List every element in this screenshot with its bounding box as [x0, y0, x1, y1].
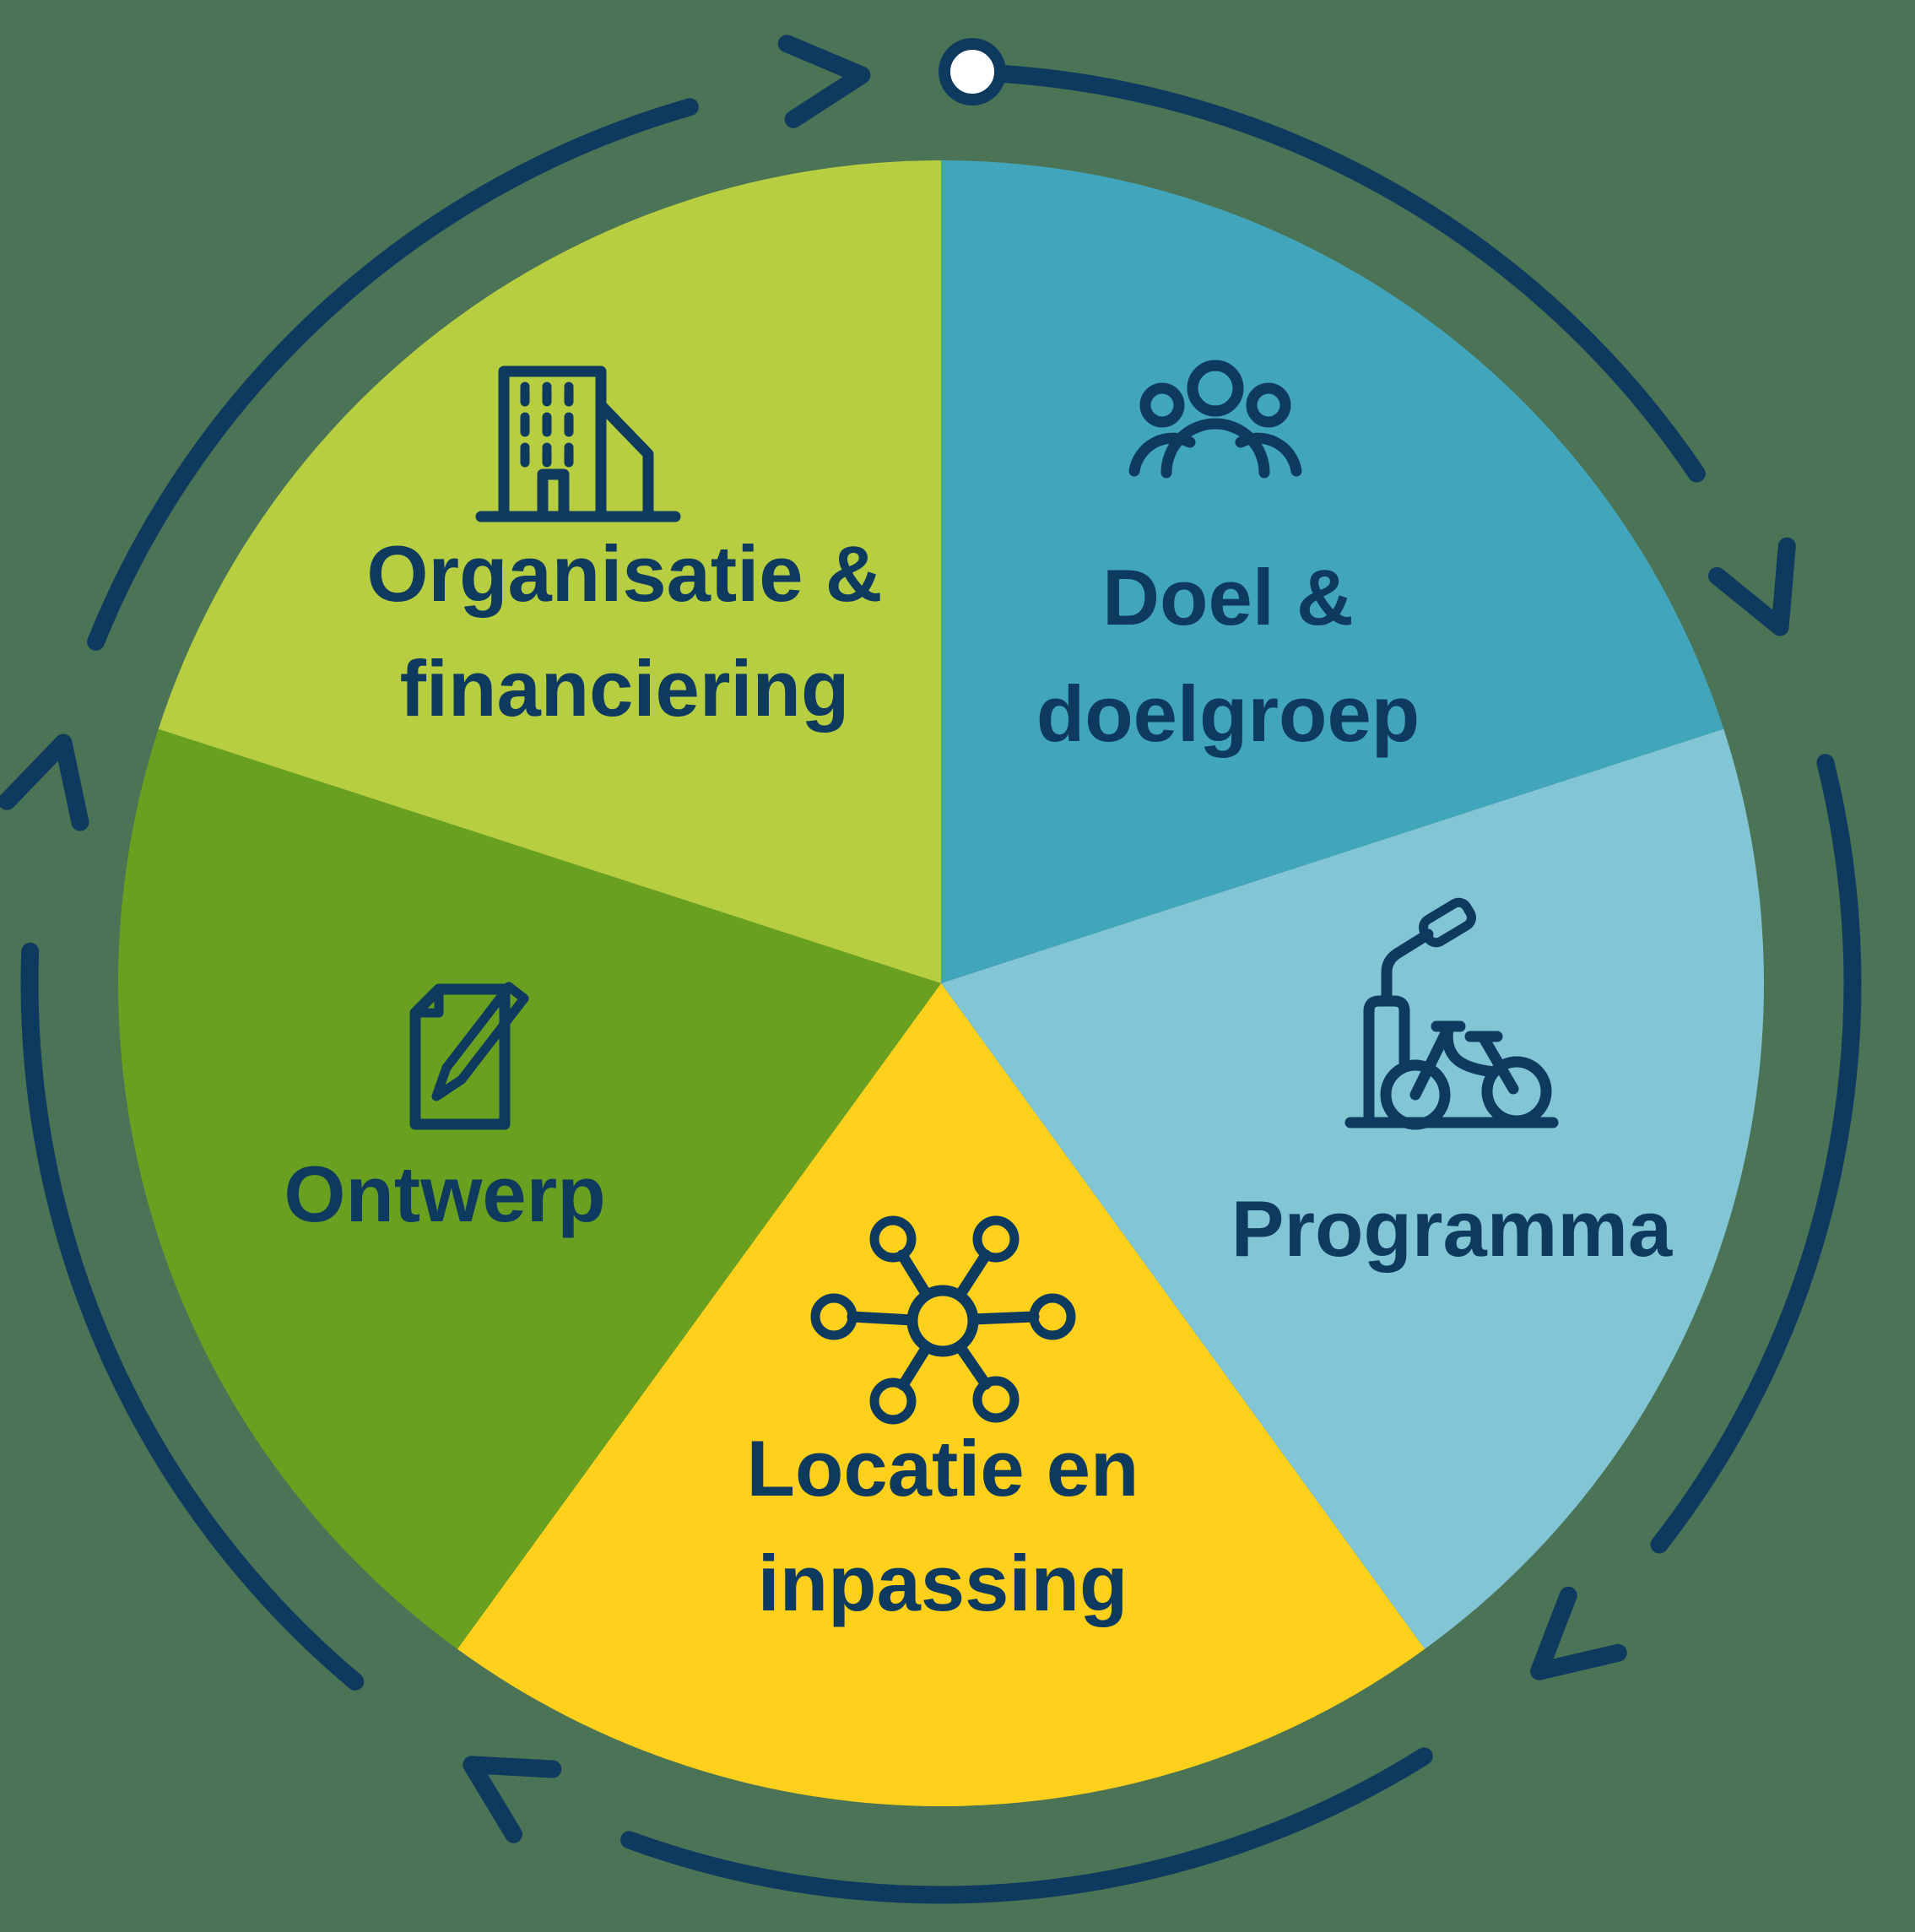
- segment-organisatie-financiering: [158, 160, 941, 983]
- label-locatie-line1: Locatie en: [747, 1424, 1139, 1513]
- document-pencil-icon: [409, 982, 529, 1130]
- cycle-start-dot: [939, 38, 1006, 106]
- segment-doel-doelgroep: [941, 160, 1724, 983]
- label-organisatie-line1: Organisatie &: [366, 529, 882, 618]
- label-programma: Programma: [1231, 1184, 1673, 1273]
- cycle-arrow-arc-right: [1650, 754, 1862, 1554]
- bike-station-icon: [1344, 897, 1559, 1130]
- label-ontwerp: Ontwerp: [284, 1150, 605, 1238]
- label-doel-doelgroep-line1: Doel &: [1102, 553, 1354, 641]
- arrowhead-left-icon: [0, 733, 89, 831]
- segment-locatie-inpassing: [457, 983, 1425, 1807]
- segment-programma: [941, 728, 1765, 1649]
- segment-ontwerp: [117, 728, 942, 1649]
- cycle-arrow-arc-top-left: [87, 98, 699, 651]
- building-icon: [475, 365, 681, 522]
- label-organisatie-line2: financiering: [400, 644, 850, 733]
- label-doel-doelgroep-line2: doelgroep: [1036, 669, 1420, 758]
- cycle-ring: [0, 35, 1862, 1904]
- cycle-arrow-arc-left: [20, 942, 365, 1691]
- segment-labels: Doel & doelgroep Programma Locatie en in…: [284, 529, 1673, 1627]
- cycle-arrow-arc-bottom: [620, 1747, 1433, 1904]
- arrowhead-top-icon: [777, 35, 871, 128]
- arrowhead-bottom-left-icon: [463, 1756, 562, 1843]
- people-icon: [1128, 360, 1302, 479]
- label-locatie-line2: inpassing: [758, 1539, 1128, 1627]
- arrowhead-right-icon: [1708, 537, 1796, 636]
- cycle-arrow-arc-top-right: [995, 65, 1706, 483]
- pie: [117, 160, 1765, 1807]
- network-hub-icon: [810, 1215, 1076, 1425]
- arrowhead-bottom-right-icon: [1530, 1586, 1627, 1680]
